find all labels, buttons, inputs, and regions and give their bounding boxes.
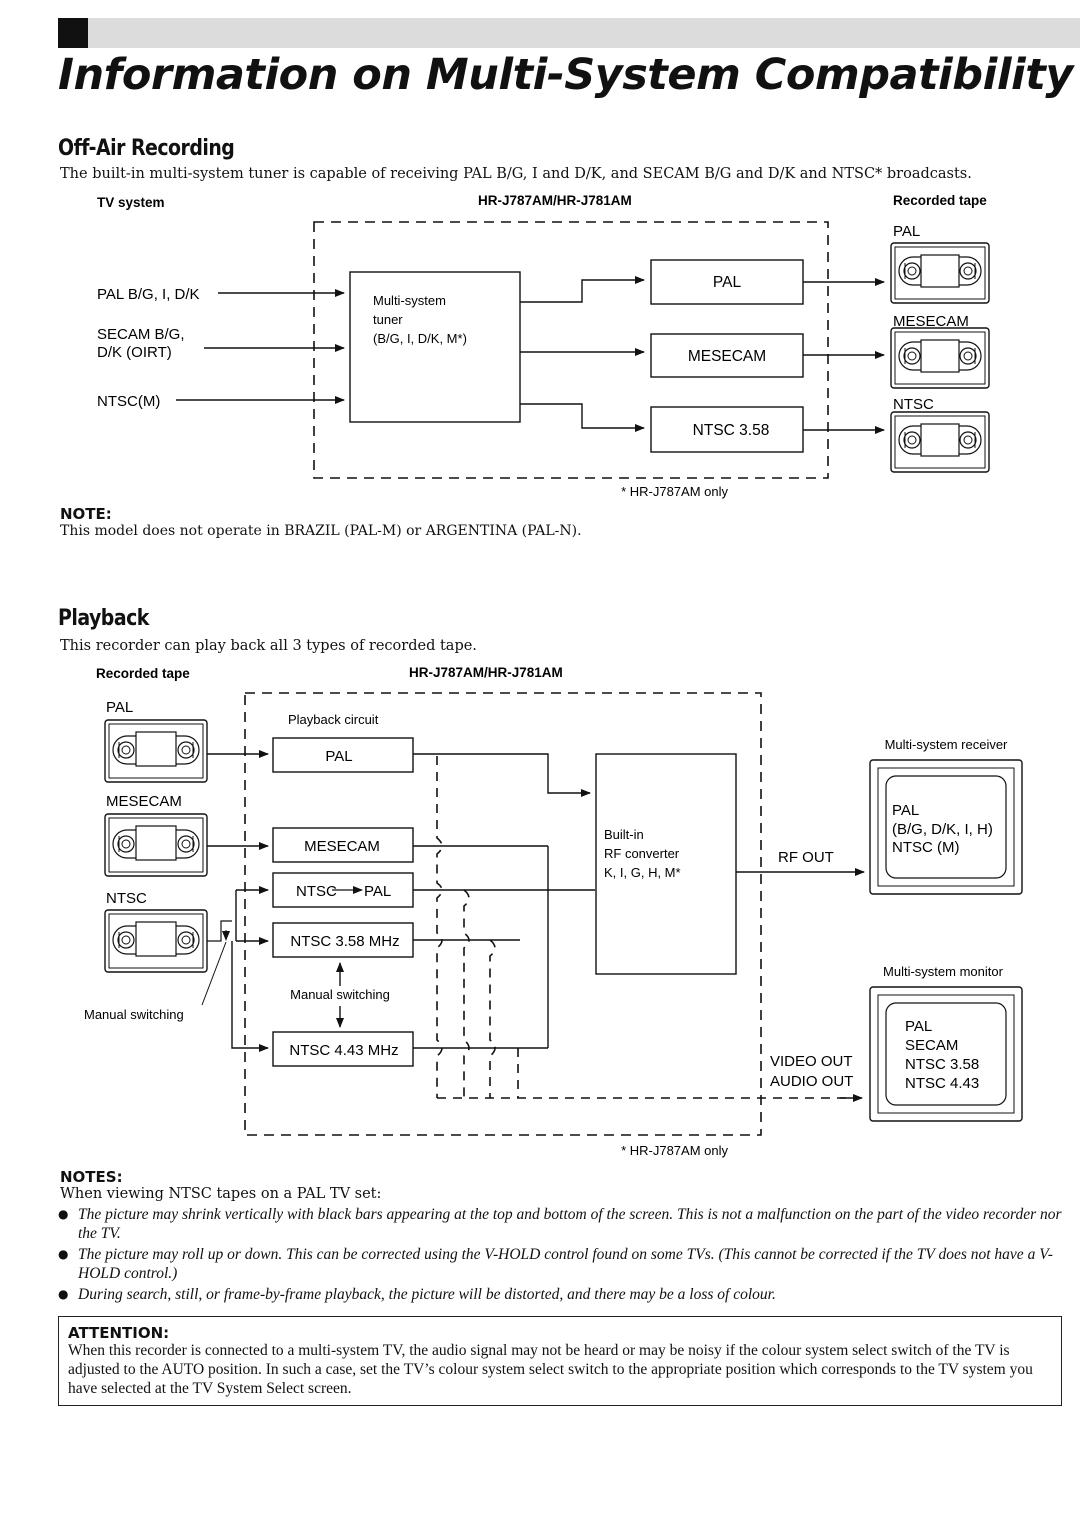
pb-box-ntsc358: [272, 922, 414, 958]
tuner-line-1: Multi-system: [373, 293, 446, 308]
pb-tape-mesecam-label: MESECAM: [106, 793, 182, 810]
input-secam-2: D/K (OIRT): [97, 344, 172, 361]
output-ntsc-box: [650, 406, 804, 453]
note-bullet-3: During search, still, or frame-by-frame …: [78, 1286, 776, 1303]
attention-text: When this recorder is connected to a mul…: [68, 1342, 1033, 1397]
attention-box: [58, 1316, 1062, 1406]
receiver-label: Multi-system receiver: [885, 737, 1008, 752]
pb-tape-ntsc-label: NTSC: [106, 890, 147, 907]
pb-box-mesecam: [272, 827, 414, 863]
list-item: ● During search, still, or frame-by-fram…: [58, 1285, 1068, 1304]
offair-intro: The built-in multi-system tuner is capab…: [60, 166, 972, 182]
pb-box-pal-text: PAL: [325, 748, 352, 765]
pb-box-ntsc358-text: NTSC 3.58 MHz: [290, 933, 399, 950]
header-bar: [58, 18, 1080, 48]
pb-manual-switching-left: Manual switching: [84, 1007, 184, 1022]
input-ntsc: NTSC(M): [97, 393, 160, 410]
note-bullet-2: The picture may roll up or down. This ca…: [78, 1246, 1053, 1282]
attention-heading: ATTENTION:: [68, 1324, 170, 1342]
col-tv-system: TV system: [97, 195, 165, 210]
bullet-icon: ●: [58, 1207, 69, 1221]
receiver-line-1: PAL: [892, 802, 919, 819]
monitor-label: Multi-system monitor: [883, 964, 1004, 979]
offair-recorder-frame: [313, 221, 829, 479]
receiver-line-2: (B/G, D/K, I, H): [892, 821, 993, 838]
list-item: ● The picture may shrink vertically with…: [58, 1205, 1068, 1243]
pb-box-ntsc443: [272, 1031, 414, 1067]
playback-heading: Playback: [58, 606, 149, 631]
pb-col-model: HR-J787AM/HR-J781AM: [409, 665, 563, 680]
tuner-line-2: tuner: [373, 312, 403, 327]
list-item: ● The picture may roll up or down. This …: [58, 1245, 1068, 1283]
tape-ntsc-label: NTSC: [893, 396, 934, 413]
cassette-icon: [104, 719, 208, 783]
pb-box-mesecam-text: MESECAM: [304, 838, 380, 855]
monitor-line-3: NTSC 3.58: [905, 1056, 979, 1073]
pb-manual-switching-center: Manual switching: [290, 987, 390, 1002]
output-pal: PAL: [713, 274, 742, 291]
input-secam-1: SECAM B/G,: [97, 326, 185, 343]
bullet-icon: ●: [58, 1287, 69, 1301]
playback-intro: This recorder can play back all 3 types …: [60, 638, 477, 654]
notes-list: ● The picture may shrink vertically with…: [58, 1205, 1068, 1304]
output-mesecam-box: [650, 333, 804, 378]
pb-circuit-label: Playback circuit: [288, 712, 379, 727]
note-bullet-1: The picture may shrink vertically with b…: [78, 1206, 1062, 1242]
offair-note-heading: NOTE:: [60, 505, 112, 523]
pb-recorder-frame: [244, 692, 762, 1136]
video-out-label: VIDEO OUT: [770, 1053, 853, 1070]
monitor-line-1: PAL: [905, 1018, 932, 1035]
audio-out-label: AUDIO OUT: [770, 1073, 853, 1090]
monitor-line-4: NTSC 4.43: [905, 1075, 979, 1092]
header-square-icon: [58, 18, 88, 48]
output-pal-box: [650, 259, 804, 305]
notes-heading: NOTES:: [60, 1168, 123, 1186]
tv-monitor-icon: [869, 986, 1023, 1122]
tuner-box: [349, 271, 521, 423]
playback-diagram: Recorded tape HR-J787AM/HR-J781AM PAL ME…: [84, 665, 1023, 1158]
pb-box-ntsc443-text: NTSC 4.43 MHz: [289, 1042, 398, 1059]
rf-line-1: Built-in: [604, 827, 644, 842]
rf-converter-box: [595, 753, 737, 975]
output-mesecam: MESECAM: [688, 348, 766, 365]
input-pal: PAL B/G, I, D/K: [97, 286, 200, 303]
pb-box-pal: [272, 737, 414, 773]
col-recorded-tape: Recorded tape: [893, 193, 987, 208]
cassette-icon: [890, 327, 990, 389]
pb-tape-pal-label: PAL: [106, 699, 133, 716]
pb-col-recorded: Recorded tape: [96, 666, 190, 681]
pb-box-pal2-text: PAL: [364, 883, 391, 900]
notes-lead: When viewing NTSC tapes on a PAL TV set:: [60, 1186, 382, 1202]
cassette-icon: [104, 813, 208, 877]
playback-footnote: * HR-J787AM only: [621, 1143, 728, 1158]
rf-line-3: K, I, G, H, M*: [604, 865, 681, 880]
receiver-line-3: NTSC (M): [892, 839, 960, 856]
offair-note-text: This model does not operate in BRAZIL (P…: [60, 523, 582, 539]
rf-out-label: RF OUT: [778, 849, 834, 866]
cassette-icon: [890, 242, 990, 304]
tape-mesecam-label: MESECAM: [893, 313, 969, 330]
page-title: Information on Multi-System Compatibilit…: [58, 50, 1073, 100]
cassette-icon: [890, 411, 990, 473]
bullet-icon: ●: [58, 1247, 69, 1261]
offair-heading: Off-Air Recording: [58, 136, 235, 161]
offair-footnote: * HR-J787AM only: [621, 484, 728, 499]
offair-diagram: TV system HR-J787AM/HR-J781AM Recorded t…: [97, 193, 990, 499]
output-ntsc: NTSC 3.58: [693, 422, 770, 439]
pb-box-ntsc-text: NTSC: [296, 883, 337, 900]
monitor-line-2: SECAM: [905, 1037, 958, 1054]
tuner-line-3: (B/G, I, D/K, M*): [373, 331, 467, 346]
rf-line-2: RF converter: [604, 846, 680, 861]
col-model: HR-J787AM/HR-J781AM: [478, 193, 632, 208]
cassette-icon: [104, 909, 208, 973]
tape-pal-label: PAL: [893, 223, 920, 240]
